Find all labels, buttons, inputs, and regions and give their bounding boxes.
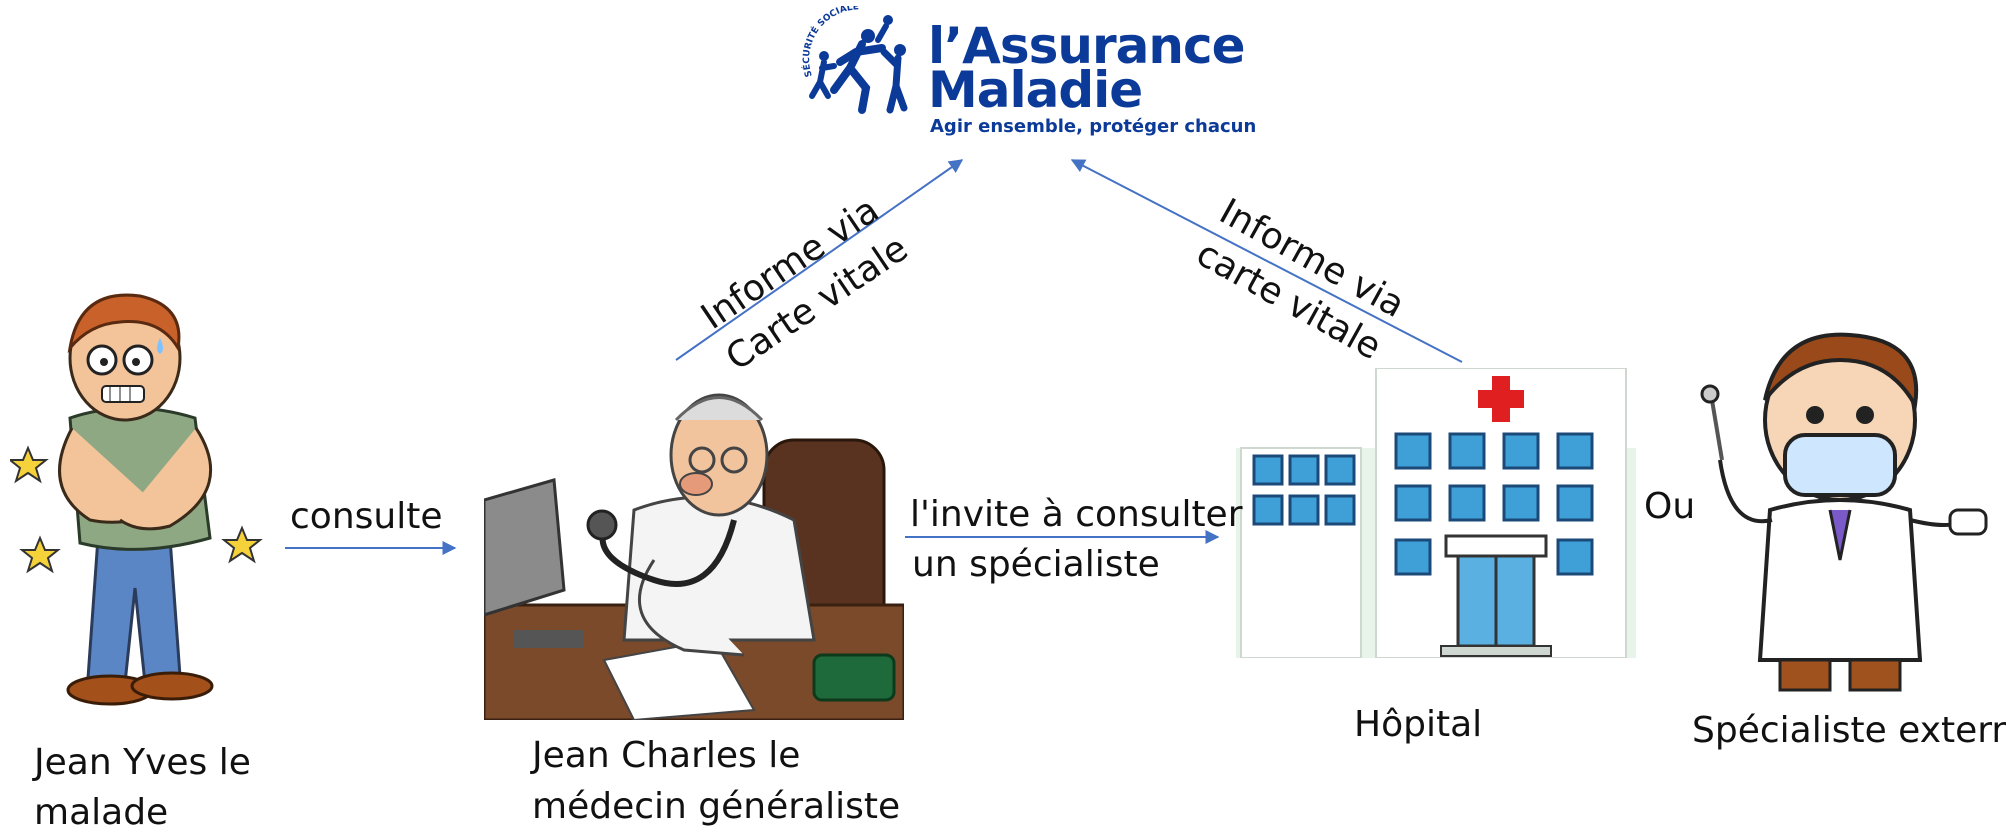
sick-patient-illustration — [10, 293, 263, 706]
invite-label-line1: l'invite à consulter — [910, 494, 1243, 535]
doctor-name-line2: médecin généraliste — [532, 786, 901, 827]
logo-tagline: Agir ensemble, protéger chacun — [930, 116, 1257, 137]
logo-title-line1: l’Assurance — [928, 17, 1245, 75]
patient-name-line1: Jean Yves le — [34, 742, 251, 783]
hospital-building-illustration — [1236, 368, 1636, 658]
inform-right-arrow — [1070, 159, 1463, 363]
patient-name-line2: malade — [34, 792, 169, 833]
hospital-label: Hôpital — [1354, 704, 1483, 745]
consult-label: consulte — [290, 496, 443, 537]
invite-label-line2: un spécialiste — [912, 544, 1160, 585]
running-family-icon: SÉCURITÉ SOCIALE — [800, 6, 908, 114]
or-label: Ou — [1644, 486, 1696, 527]
inform-left-arrow — [675, 159, 964, 361]
general-doctor-illustration — [484, 393, 904, 720]
specialist-label: Spécialiste externe — [1692, 710, 2006, 751]
doctor-name-line1: Jean Charles le — [532, 735, 801, 776]
logo-title-line2: Maladie — [928, 61, 1143, 119]
specialist-dentist-illustration — [1700, 332, 1988, 692]
